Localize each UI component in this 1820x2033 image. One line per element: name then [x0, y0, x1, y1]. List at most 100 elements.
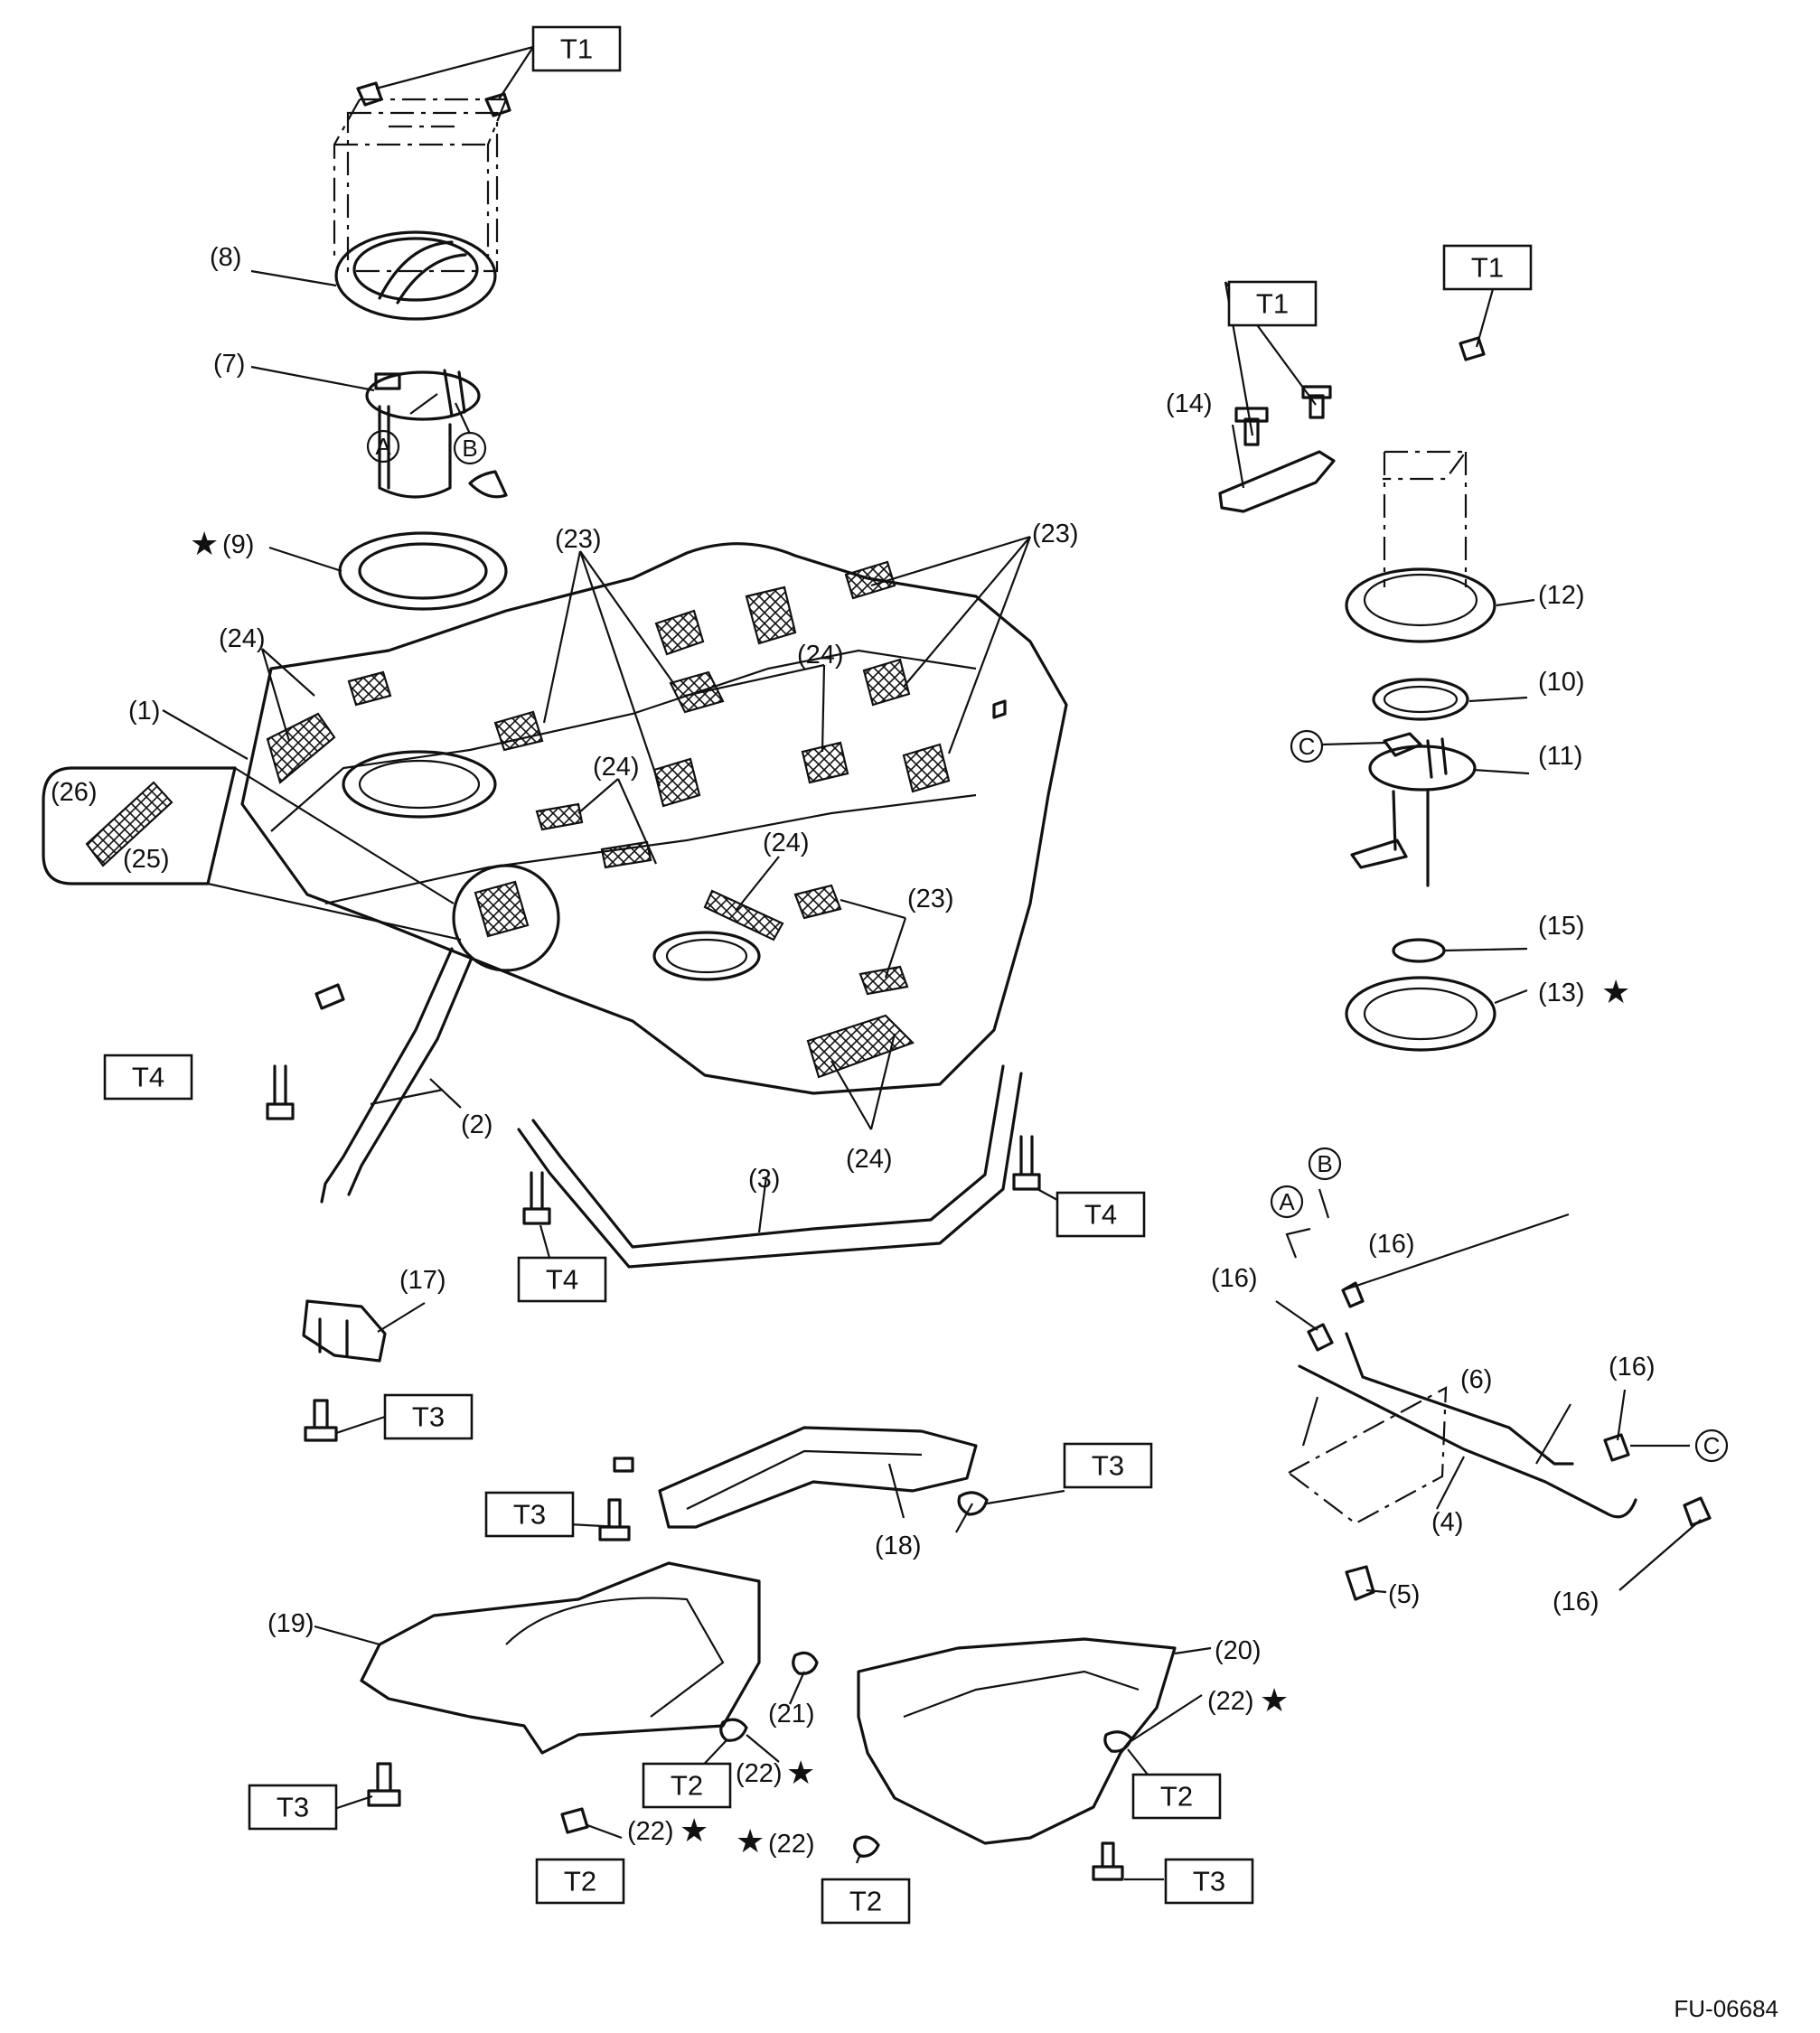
callout-1: (1) — [128, 697, 160, 726]
bracket-part-14 — [1218, 336, 1486, 513]
torque-label: T2 — [1160, 1781, 1193, 1813]
callout-15: (15) — [1538, 912, 1585, 941]
callout-24-a: (24) — [219, 624, 266, 653]
callout-24-c: (24) — [593, 753, 640, 782]
torque-label: T2 — [849, 1886, 882, 1917]
star-mark: ★ — [190, 526, 219, 563]
callout-2: (2) — [461, 1110, 493, 1139]
torque-box-t2-b: T2 — [535, 1858, 625, 1905]
torque-label: T4 — [1084, 1199, 1117, 1231]
torque-label: T1 — [1256, 288, 1289, 320]
star-mark: ★ — [786, 1755, 815, 1792]
callout-22-a: (22) — [736, 1759, 783, 1788]
callout-22-c: (22) — [768, 1830, 815, 1859]
bolts-t4 — [266, 1064, 1041, 1225]
mark-b-pump: B — [453, 431, 487, 465]
callout-20: (20) — [1215, 1636, 1262, 1665]
connection-arrows — [409, 393, 1690, 1447]
torque-box-t2-d: T2 — [821, 1878, 911, 1925]
torque-label: T3 — [277, 1792, 309, 1823]
torque-label: T3 — [1092, 1450, 1124, 1482]
torque-box-t1-right-a: T1 — [1227, 280, 1318, 327]
gasket-part-10 — [1372, 678, 1469, 721]
mark-c-sender: C — [1290, 729, 1324, 764]
callout-7: (7) — [213, 350, 245, 379]
torque-box-t4-middle: T4 — [517, 1256, 607, 1303]
torque-box-t3-lower-right: T3 — [1164, 1858, 1254, 1905]
torque-label: T2 — [564, 1866, 596, 1897]
torque-label: T3 — [412, 1401, 445, 1433]
callout-17: (17) — [399, 1266, 446, 1295]
fuel-lines-4-6 — [1286, 1281, 1712, 1601]
callout-24-e: (24) — [846, 1145, 893, 1174]
mark-b-lines: B — [1308, 1147, 1342, 1181]
callout-5: (5) — [1388, 1580, 1420, 1609]
svg-text:A: A — [375, 433, 391, 460]
fuel-sender-part-11 — [1350, 732, 1477, 887]
callout-16-b: (16) — [1211, 1264, 1258, 1293]
connection-marks: A B C A B C — [366, 429, 1729, 1463]
callout-22-b: (22) — [627, 1817, 674, 1846]
protector-part-19 — [360, 1561, 819, 1834]
star-mark: ★ — [680, 1813, 708, 1850]
torque-label: T1 — [1471, 252, 1504, 284]
svg-text:C: C — [1703, 1432, 1721, 1459]
pad-detail-inset — [42, 766, 560, 972]
callout-4: (4) — [1431, 1508, 1463, 1537]
callout-12: (12) — [1538, 581, 1585, 610]
torque-box-t1-top-left: T1 — [531, 25, 622, 72]
torque-box-t4-left: T4 — [103, 1054, 193, 1101]
callout-23-b: (23) — [1032, 520, 1079, 548]
svg-text:B: B — [1317, 1150, 1332, 1177]
callout-16-a: (16) — [1368, 1230, 1415, 1259]
torque-box-t4-right: T4 — [1055, 1191, 1146, 1238]
filter-part-15 — [1392, 938, 1446, 963]
callout-14: (14) — [1166, 389, 1213, 418]
callout-8: (8) — [210, 243, 241, 272]
tank-band-part-2 — [314, 947, 474, 1204]
callout-25: (25) — [123, 845, 170, 874]
star-mark: ★ — [736, 1823, 765, 1860]
torque-label: T1 — [560, 33, 593, 65]
callout-16-d: (16) — [1553, 1588, 1600, 1616]
protector-part-18 — [598, 1426, 989, 1541]
torque-label: T4 — [132, 1062, 164, 1093]
mark-c-lines: C — [1694, 1429, 1729, 1463]
callout-3: (3) — [748, 1165, 780, 1194]
callout-10: (10) — [1538, 668, 1585, 697]
callout-24-d: (24) — [763, 829, 810, 857]
torque-label: T4 — [546, 1264, 578, 1296]
torque-box-t3-bracket: T3 — [383, 1393, 474, 1440]
callout-22-d: (22) — [1207, 1687, 1254, 1716]
svg-text:B: B — [462, 435, 477, 462]
torque-label: T3 — [513, 1499, 546, 1531]
torque-label: T3 — [1193, 1866, 1225, 1897]
svg-text:C: C — [1299, 733, 1316, 760]
gasket-part-13 — [1345, 976, 1496, 1052]
torque-box-t2-c: T2 — [1131, 1773, 1222, 1820]
mark-a-pump: A — [366, 429, 400, 464]
pump-cover-part-8 — [333, 98, 508, 321]
callout-19: (19) — [267, 1609, 314, 1638]
part-callouts: (1) (2) (3) (4) (5) (6) (7) (8) ★ (9) (1… — [51, 243, 1656, 1860]
torque-box-t3-upper: T3 — [484, 1491, 575, 1538]
gasket-part-9 — [338, 531, 508, 611]
protector-part-20 — [853, 1637, 1177, 1881]
callout-11: (11) — [1538, 742, 1582, 771]
torque-label: T2 — [671, 1770, 703, 1802]
fuel-pump-part-7 — [365, 369, 508, 499]
star-mark: ★ — [1260, 1682, 1289, 1719]
svg-text:A: A — [1279, 1188, 1295, 1215]
mark-a-lines: A — [1270, 1185, 1304, 1219]
callout-23-a: (23) — [555, 525, 602, 554]
torque-box-t2-a: T2 — [642, 1762, 732, 1809]
callout-23-c: (23) — [907, 885, 954, 913]
insulator-pads-23-24 — [266, 560, 951, 1079]
figure-id: FU-06684 — [1674, 1995, 1778, 2022]
callout-16-c: (16) — [1609, 1353, 1656, 1382]
leader-lines — [162, 45, 1702, 1881]
callout-6: (6) — [1460, 1365, 1492, 1394]
fuel-tank-part-1 — [240, 542, 1068, 1095]
callout-13: (13) — [1538, 979, 1585, 1007]
